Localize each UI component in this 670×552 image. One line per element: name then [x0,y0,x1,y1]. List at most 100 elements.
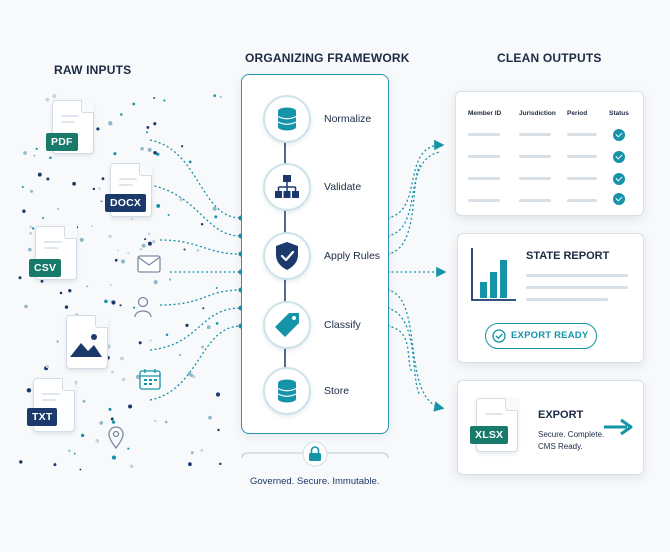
export-ready-label: EXPORT READY [511,330,589,341]
person-icon [134,296,152,318]
scatter-dot [145,131,149,134]
shield-check-icon [276,242,298,270]
step-normalize-label: Normalize [324,113,372,125]
scatter-dot [82,399,86,403]
docx-tag: DOCX [105,194,147,212]
step-classify [263,301,311,349]
scatter-dot [99,421,104,425]
scatter-dot [129,464,134,468]
scatter-dot [92,187,96,191]
scatter-dot [86,285,89,288]
scatter-dot [111,455,117,460]
scatter-dot [21,185,24,189]
scatter-dot [59,291,63,295]
scatter-dot [127,447,130,450]
connector-line [149,325,242,401]
scatter-dot [52,94,57,99]
export-card: XLSX EXPORT Secure. Complete. CMS Ready. [457,380,644,475]
scatter-dot [188,462,192,467]
scatter-dot [156,152,160,156]
scatter-dot [196,248,200,252]
csv-tag: CSV [29,259,62,277]
calendar-icon [139,369,161,390]
scatter-dot [208,415,212,420]
step-classify-label: Classify [324,319,361,331]
outputs-heading: CLEAN OUTPUTS [497,51,602,65]
scatter-dot [178,353,182,357]
scatter-dot [179,197,183,202]
hierarchy-icon [275,175,299,198]
scatter-dot [180,145,184,148]
scatter-dot [31,227,35,230]
scatter-dot [56,340,59,343]
scatter-dot [190,451,194,455]
image-file-icon [66,315,108,369]
footer-text: Governed. Secure. Immutable. [250,476,380,487]
xlsx-tag: XLSX [470,426,509,444]
scatter-dots [18,94,222,471]
scatter-dot [42,216,45,220]
scatter-dot [164,420,168,424]
database-icon [277,107,297,131]
scatter-dot [149,339,152,342]
output-table-card: Member ID Jurisdiction Period Status [455,91,644,216]
scatter-dot [111,370,114,374]
scatter-dot [26,388,32,393]
column-period: Period [567,110,588,117]
scatter-dot [22,209,26,213]
scatter-dot [121,377,126,382]
scatter-dot [138,341,142,345]
scatter-dot [214,215,218,219]
scatter-dot [72,181,76,186]
scatter-dot [91,225,94,228]
scatter-dot [167,214,170,216]
scatter-dot [192,374,196,379]
scatter-dot [30,189,34,193]
export-ready-badge: EXPORT READY [485,323,597,349]
scatter-dot [213,94,217,98]
scatter-dot [101,177,105,181]
column-jurisdiction: Jurisdiction [519,110,556,117]
column-member-id: Member ID [468,110,502,117]
scatter-dot [212,206,217,211]
scatter-dot [79,468,82,471]
scatter-dot [108,234,112,238]
scatter-dot [57,208,60,210]
scatter-dot [108,407,112,411]
scatter-dot [127,252,130,255]
export-line-1: Secure. Complete. [538,430,605,439]
export-line-2: CMS Ready. [538,442,583,451]
scatter-dot [156,203,161,208]
scatter-dot [108,121,113,126]
scatter-dot [140,147,144,151]
scatter-dot [219,95,222,98]
scatter-dot [163,99,166,102]
connector-line [149,139,242,219]
scatter-dot [153,96,156,99]
scatter-dot [120,356,124,361]
txt-tag: TXT [27,408,58,426]
scatter-dot [153,280,158,285]
scatter-dot [120,259,126,264]
step-store-label: Store [324,385,350,397]
scatter-dot [24,304,28,309]
scatter-dot [120,113,123,116]
scatter-dot [109,300,112,303]
scatter-dot [188,160,192,164]
scatter-dot [154,419,157,423]
step-store [263,367,311,415]
scatter-dot [215,322,219,325]
connector-line [386,164,421,255]
step-validate [263,163,311,211]
scatter-dot [147,147,152,152]
scatter-dot [68,449,71,453]
connector-line [386,325,413,373]
scatter-dot [146,125,150,129]
framework-panel: Normalize Validate Apply Rules Classify [241,74,389,434]
scatter-dot [109,283,112,286]
step-apply-rules [263,232,311,280]
scatter-dot [95,439,100,443]
scatter-dot [45,364,50,369]
scatter-dot [200,449,204,452]
